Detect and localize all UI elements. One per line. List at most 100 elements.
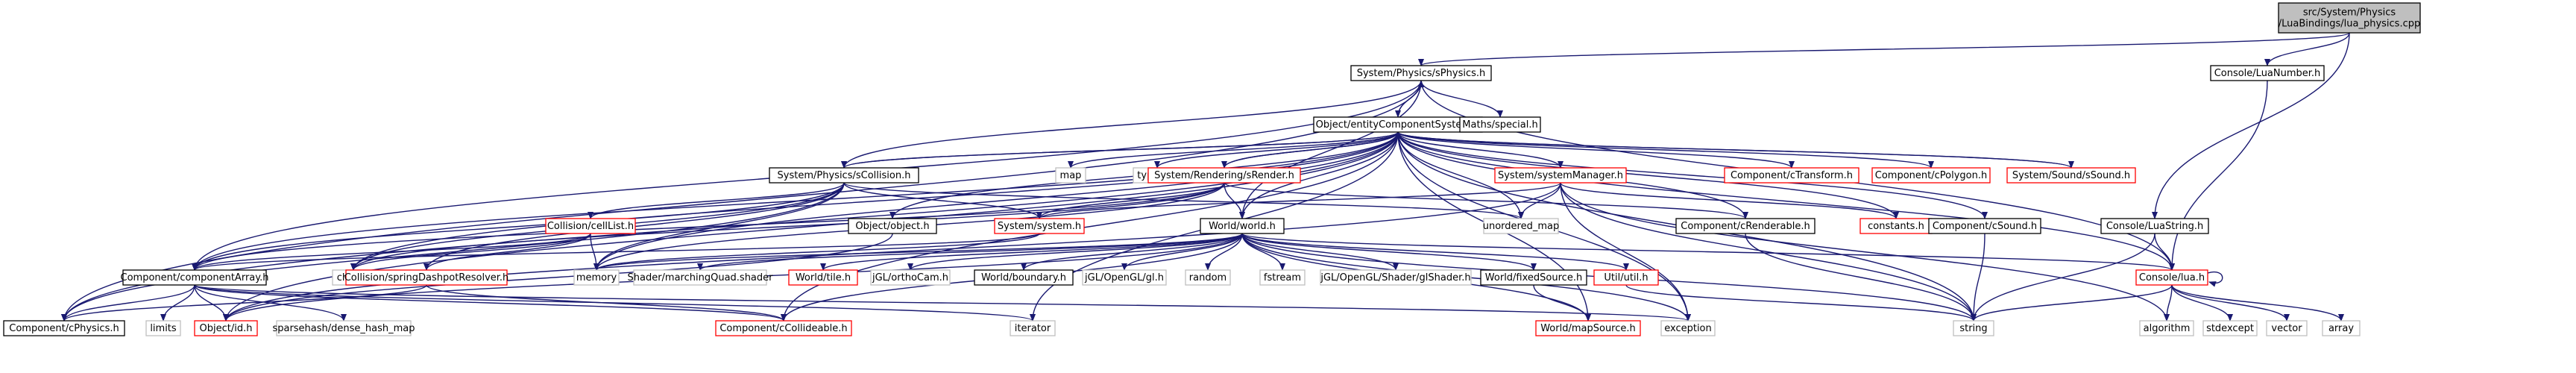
edge-worldh-to-lua (1241, 233, 2175, 271)
node-map: map (1055, 167, 1086, 184)
edge-worldh-to-boundary (1021, 233, 1243, 271)
node-box-special (1459, 116, 1541, 133)
node-objecth[interactable]: Object/object.h (848, 218, 937, 234)
node-label-vector: vector (2271, 323, 2302, 334)
node-box-util (1593, 269, 1659, 286)
node-limits: limits (145, 320, 181, 336)
edge-celllist-to-chrono (350, 233, 591, 271)
node-sysmanager[interactable]: System/systemManager.h (1494, 167, 1627, 184)
node-mapsource[interactable]: World/mapSource.h (1535, 320, 1641, 336)
node-cpolygon[interactable]: Component/cPolygon.h (1871, 167, 1991, 184)
node-sphysics[interactable]: System/Physics/sPhysics.h (1350, 65, 1492, 81)
node-luastring[interactable]: Console/LuaString.h (2100, 218, 2209, 234)
edge-worldh-to-shader (697, 233, 1243, 271)
node-ecs[interactable]: Object/entityComponentSystem.h (1313, 116, 1483, 133)
node-iterator: iterator (1010, 320, 1056, 336)
node-label-fstream: fstream (1264, 272, 1301, 283)
node-luanumber[interactable]: Console/LuaNumber.h (2210, 65, 2325, 81)
node-celllist[interactable]: Collision/cellList.h (545, 218, 636, 234)
node-special[interactable]: Maths/special.h (1459, 116, 1541, 133)
node-root[interactable]: src/System/Physics/LuaBindings/lua_physi… (2278, 2, 2421, 34)
node-sparsehash: sparsehash/dense_hash_map (272, 320, 415, 336)
node-box-id (194, 320, 258, 336)
node-box-cpolygon (1871, 167, 1991, 184)
edge-ecs-to-memory (593, 131, 1399, 271)
edge-worldh-to-fixedsource (1241, 233, 1537, 271)
edge-lua-to-stdexcept (2171, 284, 2233, 322)
edge-sysmanager-to-systemh (1036, 182, 1561, 219)
edge-comparray-to-cphysics (61, 284, 195, 322)
edge-systemh-to-memory (593, 233, 1040, 271)
edge-ecs-to-sysmanager (1397, 131, 1563, 169)
edge-lua-to-algorithm (2164, 284, 2173, 322)
node-label-scollision: System/Physics/sCollision.h (778, 170, 911, 181)
node-csound[interactable]: Component/cSound.h (1928, 218, 2041, 234)
node-box-worldh (1200, 218, 1285, 234)
edge-srender-to-ecs (1224, 131, 1401, 169)
node-box-luanumber (2210, 65, 2325, 81)
node-label-objecth: Object/object.h (855, 221, 929, 232)
edge-ecs-to-worldh (1239, 131, 1399, 219)
edge-springdashpot-to-ccollideable (426, 284, 787, 322)
node-ctransform[interactable]: Component/cTransform.h (1724, 167, 1859, 184)
node-label-algorithm: algorithm (2144, 323, 2191, 334)
edge-sysmanager-to-constants (1560, 182, 1899, 219)
edge-ecs-to-cpolygon (1397, 131, 1934, 169)
node-box-cphysics (3, 320, 125, 336)
node-boundary[interactable]: World/boundary.h (974, 269, 1074, 286)
edge-comparray-to-exception (194, 284, 1691, 322)
node-box-fstream (1259, 269, 1306, 286)
node-box-tile (788, 269, 858, 286)
edge-sysmanager-to-unordered_map (1518, 182, 1561, 219)
node-scollision[interactable]: System/Physics/sCollision.h (769, 167, 919, 184)
node-label-luanumber: Console/LuaNumber.h (2214, 68, 2321, 79)
node-box-string (1953, 320, 1994, 336)
node-fixedsource[interactable]: World/fixedSource.h (1480, 269, 1587, 286)
node-lua[interactable]: Console/lua.h (2135, 269, 2208, 286)
node-label-systemh: System/system.h (998, 221, 1081, 232)
node-ccollideable[interactable]: Component/cCollideable.h (715, 320, 852, 336)
node-tile[interactable]: World/tile.h (788, 269, 858, 286)
node-unordered_map: unordered_map (1483, 218, 1559, 234)
edge-ecs-to-typeinfo (1154, 131, 1399, 169)
node-box-scollision (769, 167, 919, 184)
node-box-vector (2266, 320, 2308, 336)
node-springdashpot[interactable]: Collision/springDashpotResolver.h (344, 269, 509, 286)
edge-srender-to-crenderable (1224, 182, 1748, 219)
node-ssound[interactable]: System/Sound/sSound.h (2006, 167, 2136, 184)
edge-crenderable-to-string (1745, 233, 1977, 322)
edge-celllist-to-springdashpot (423, 233, 591, 271)
node-srender[interactable]: System/Rendering/sRender.h (1147, 167, 1301, 184)
edge-luanumber-to-lua (2169, 80, 2268, 271)
node-box-unordered_map (1483, 218, 1559, 234)
node-comparray[interactable]: Component/componentArray.h (121, 269, 269, 286)
node-label-ssound: System/Sound/sSound.h (2012, 170, 2130, 181)
node-label-glshader: jGL/OpenGL/Shader/glShader.h (1320, 272, 1470, 283)
node-util[interactable]: Util/util.h (1593, 269, 1659, 286)
node-label-comparray: Component/componentArray.h (121, 272, 269, 283)
edge-root-to-luastring (2152, 32, 2350, 219)
edge-sysmanager-to-exception (1560, 182, 1691, 322)
node-worldh[interactable]: World/world.h (1200, 218, 1285, 234)
edge-sysmanager-to-algorithm (1560, 182, 2170, 322)
node-label-lua: Console/lua.h (2139, 272, 2205, 283)
node-box-sparsehash (276, 320, 412, 336)
node-crenderable[interactable]: Component/cRenderable.h (1675, 218, 1816, 234)
node-systemh[interactable]: System/system.h (994, 218, 1085, 234)
node-cphysics[interactable]: Component/cPhysics.h (3, 320, 125, 336)
node-label-limits: limits (150, 323, 177, 334)
node-box-orthocam (870, 269, 951, 286)
node-box-sphysics (1350, 65, 1492, 81)
node-label-luastring: Console/LuaString.h (2106, 221, 2203, 232)
node-id[interactable]: Object/id.h (194, 320, 258, 336)
edge-ecs-to-map (1068, 131, 1399, 169)
node-constants[interactable]: constants.h (1859, 218, 1933, 234)
node-box-boundary (974, 269, 1074, 286)
edge-worldh-to-memory (593, 233, 1243, 271)
edge-srender-to-chrono (350, 182, 1225, 271)
node-glshader: jGL/OpenGL/Shader/glShader.h (1320, 269, 1472, 286)
node-box-springdashpot (345, 269, 508, 286)
edge-lua-to-vector (2171, 284, 2290, 322)
node-stdexcept: stdexcept (2202, 320, 2258, 336)
edge-ecs-to-chrono (350, 131, 1399, 271)
